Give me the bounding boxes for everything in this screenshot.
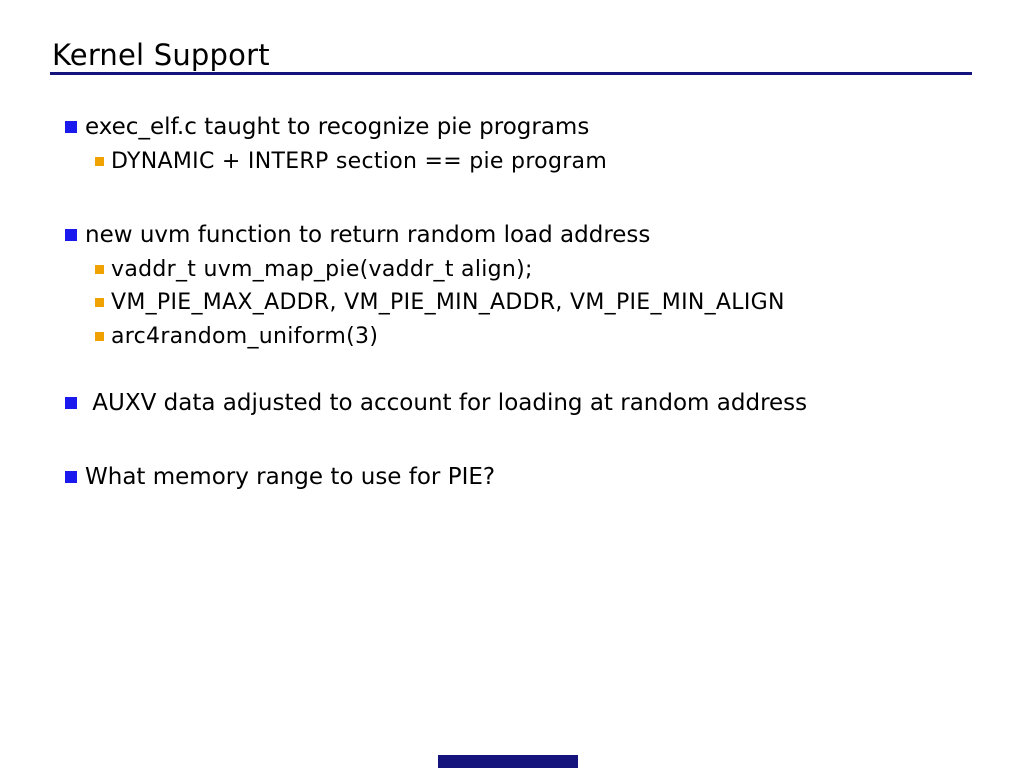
bullet-square-icon [95, 331, 104, 341]
bullet-text: VM_PIE_MAX_ADDR, VM_PIE_MIN_ADDR, VM_PIE… [111, 289, 785, 315]
bullet-text: DYNAMIC + INTERP section == pie program [111, 148, 608, 174]
bullet-square-icon [65, 229, 77, 241]
bullet-item: exec_elf.c taught to recognize pie progr… [65, 112, 589, 142]
slide-progress-bar [438, 755, 578, 768]
bullet-item: arc4random_uniform(3) [95, 321, 378, 351]
bullet-item: AUXV data adjusted to account for loadin… [65, 388, 807, 418]
bullet-square-icon [65, 121, 77, 133]
bullet-square-icon [65, 471, 77, 483]
slide-title: Kernel Support [52, 38, 270, 72]
bullet-square-icon [95, 297, 104, 307]
bullet-item: DYNAMIC + INTERP section == pie program [95, 146, 607, 176]
bullet-text: AUXV data adjusted to account for loadin… [85, 390, 808, 416]
bullet-square-icon [95, 156, 104, 166]
bullet-square-icon [95, 264, 104, 274]
bullet-item: vaddr_t uvm_map_pie(vaddr_t align); [95, 254, 533, 284]
bullet-text: exec_elf.c taught to recognize pie progr… [85, 114, 590, 140]
bullet-text: vaddr_t uvm_map_pie(vaddr_t align); [111, 256, 533, 282]
bullet-item: new uvm function to return random load a… [65, 220, 650, 250]
bullet-text: new uvm function to return random load a… [85, 222, 651, 248]
bullet-text: What memory range to use for PIE? [85, 464, 496, 490]
bullet-square-icon [65, 397, 77, 409]
bullet-item: What memory range to use for PIE? [65, 462, 495, 492]
title-rule [50, 72, 972, 75]
bullet-item: VM_PIE_MAX_ADDR, VM_PIE_MIN_ADDR, VM_PIE… [95, 287, 785, 317]
bullet-text: arc4random_uniform(3) [111, 323, 379, 349]
